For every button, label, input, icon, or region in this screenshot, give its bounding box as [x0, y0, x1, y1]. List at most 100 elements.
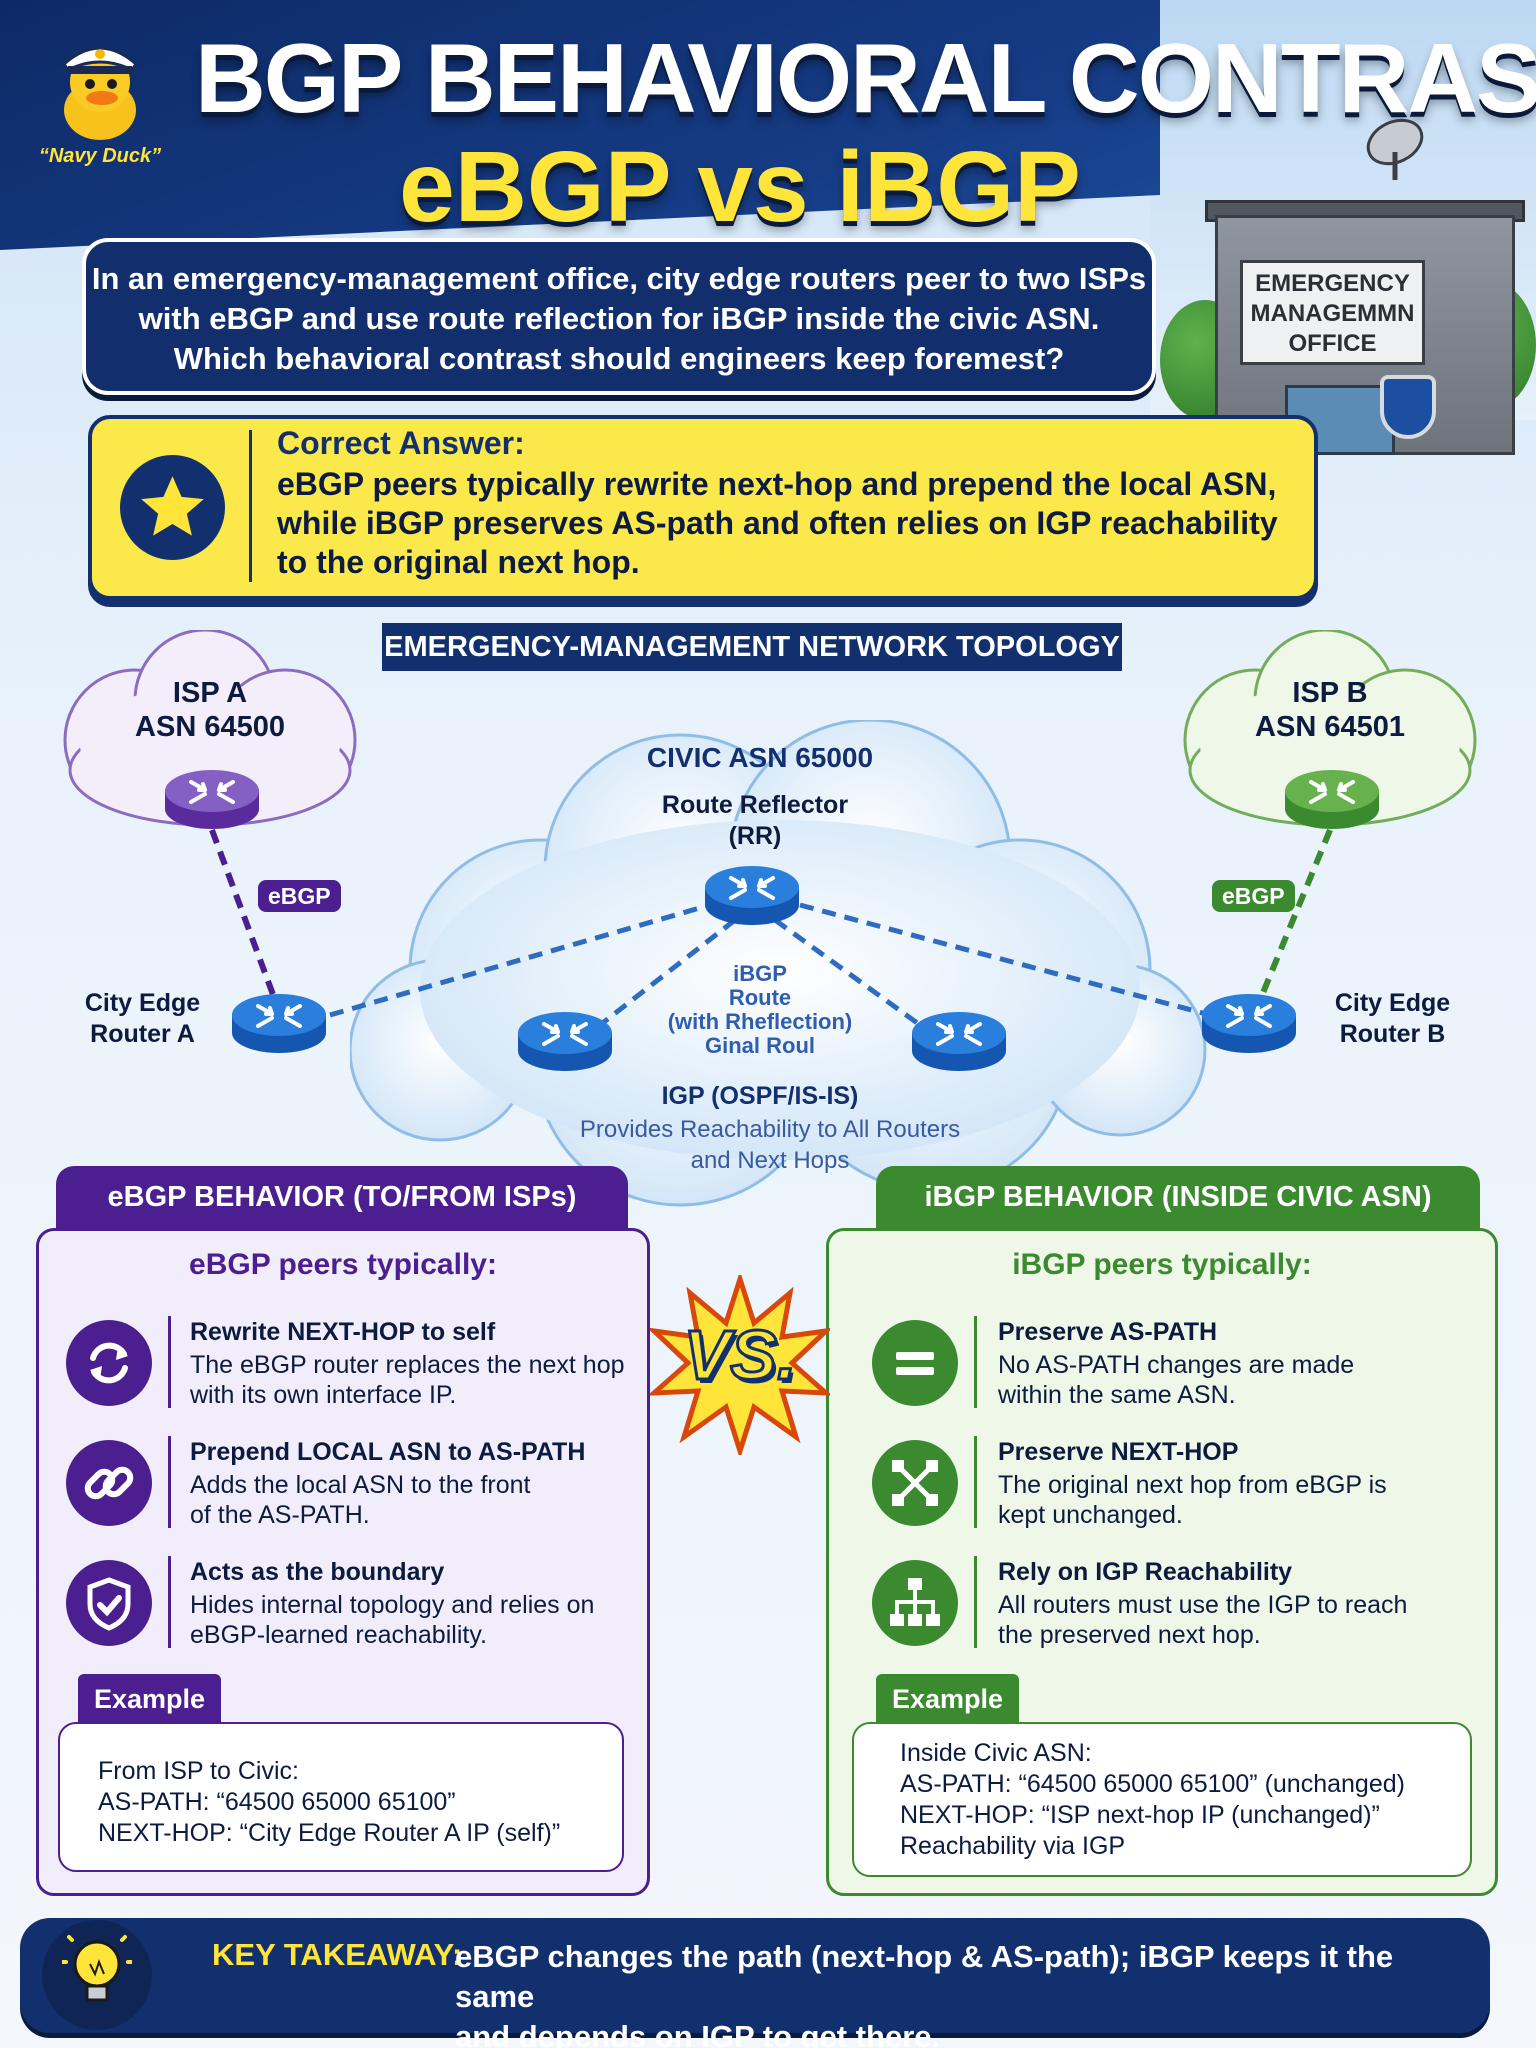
answer-line: while iBGP preserves AS-path and often r…	[277, 505, 1278, 541]
router-arrows-icon	[729, 876, 775, 900]
ibgp-item-desc: The original next hop from eBGP is kept …	[998, 1470, 1478, 1530]
ibgp-link-inner-left	[598, 918, 737, 1027]
question-line: with eBGP and use route reflection for i…	[138, 301, 1100, 336]
star-icon	[141, 476, 204, 536]
ebgp-item-icon-circle	[66, 1440, 152, 1526]
isp-a-cloud	[63, 630, 357, 827]
ebgp-panel-subtitle: eBGP peers typically:	[189, 1248, 497, 1281]
sign-line: MANAGEMMN	[1250, 300, 1415, 327]
ibgp-item-icon-circle	[872, 1560, 958, 1646]
igp-description: Provides Reachability to All Routers and…	[540, 1114, 1000, 1176]
internal-router-left	[518, 1012, 612, 1074]
ibgp-panel-tab: iBGP BEHAVIOR (INSIDE CIVIC ASN)	[876, 1166, 1480, 1228]
ibgp-example-text: Inside Civic ASN: AS-PATH: “64500 65000 …	[900, 1738, 1460, 1862]
internal-router-right	[912, 1012, 1006, 1074]
isp-b-router	[1285, 770, 1379, 832]
isp-a-name: ISP A	[172, 677, 248, 709]
ebgp-item-divider	[168, 1436, 171, 1528]
ibgp-link-inner-right	[773, 917, 922, 1028]
example-line: NEXT-HOP: “City Edge Router A IP (self)”	[98, 1819, 561, 1847]
ebgp-link-a	[209, 828, 278, 1002]
desc-line: the preserved next hop.	[998, 1621, 1261, 1649]
duck-mascot-icon	[62, 46, 138, 140]
edge-b-line: Router B	[1339, 1020, 1446, 1048]
router-arrows-icon	[1226, 1004, 1272, 1028]
ebgp-badge-b: eBGP	[1212, 880, 1295, 912]
shield-emblem-icon	[1380, 375, 1436, 439]
ebgp-example-tag: Example	[78, 1674, 222, 1724]
router-arrows-icon	[936, 1022, 982, 1046]
desc-line: Hides internal topology and relies on	[190, 1591, 595, 1619]
isp-a-label: ISP A ASN 64500	[90, 676, 330, 744]
ibgp-item-desc: All routers must use the IGP to reach th…	[998, 1590, 1478, 1650]
desc-line: Adds the local ASN to the front	[190, 1471, 531, 1499]
router-arrows-icon	[189, 780, 235, 804]
mascot-label: “Navy Duck”	[38, 145, 162, 167]
igp-desc-line: and Next Hops	[690, 1147, 850, 1174]
key-takeaway-bar	[20, 1918, 1490, 2033]
ebgp-item-divider	[168, 1556, 171, 1648]
civic-asn-label: CIVIC ASN 65000	[646, 742, 874, 773]
ibgp-line: iBGP	[733, 961, 787, 986]
ibgp-line: Ginal Roul	[705, 1033, 815, 1058]
question-box: In an emergency-management office, city …	[82, 238, 1156, 395]
ibgp-item-desc: No AS-PATH changes are made within the s…	[998, 1350, 1478, 1410]
route-reflector-router	[705, 866, 799, 928]
router-arrows-icon	[542, 1022, 588, 1046]
igp-desc-line: Provides Reachability to All Routers	[579, 1116, 961, 1143]
ebgp-item-icon-circle	[66, 1320, 152, 1406]
example-line: Reachability via IGP	[900, 1832, 1126, 1860]
ibgp-item-divider	[974, 1436, 977, 1528]
answer-text: eBGP peers typically rewrite next-hop an…	[277, 465, 1307, 582]
takeaway-line: eBGP changes the path (next-hop & AS-pat…	[455, 1939, 1394, 2014]
ibgp-line: Route	[728, 985, 792, 1010]
refresh-icon	[90, 1342, 128, 1384]
example-line: NEXT-HOP: “ISP next-hop IP (unchanged)”	[900, 1801, 1380, 1829]
vs-label: VS.	[682, 1315, 798, 1396]
desc-line: with its own interface IP.	[190, 1381, 457, 1409]
ebgp-example-box	[58, 1722, 624, 1872]
ibgp-link-edge-a	[329, 902, 711, 1018]
topology-banner: EMERGENCY-MANAGEMENT NETWORK TOPOLOGY	[382, 623, 1122, 671]
router-arrows-icon	[1309, 780, 1355, 804]
answer-heading: Correct Answer:	[277, 425, 525, 461]
question-line: Which behavioral contrast should enginee…	[173, 341, 1065, 376]
example-line: AS-PATH: “64500 65000 65100”	[98, 1788, 456, 1816]
hierarchy-icon	[890, 1578, 940, 1626]
answer-line: eBGP peers typically rewrite next-hop an…	[277, 466, 1277, 502]
ebgp-panel-tab: eBGP BEHAVIOR (TO/FROM ISPs)	[56, 1166, 628, 1228]
desc-line: No AS-PATH changes are made	[998, 1351, 1355, 1379]
ibgp-item-title: Rely on IGP Reachability	[998, 1558, 1293, 1586]
example-line: AS-PATH: “64500 65000 65100” (unchanged)	[900, 1770, 1405, 1798]
desc-line: The original next hop from eBGP is	[998, 1471, 1387, 1499]
router-arrows-icon	[256, 1004, 302, 1028]
rr-line: Route Reflector	[661, 791, 849, 819]
ibgp-item-icon-circle	[872, 1440, 958, 1526]
edge-a-line: Router A	[90, 1020, 195, 1048]
ebgp-item-icon-circle	[66, 1560, 152, 1646]
question-line: In an emergency-management office, city …	[91, 261, 1147, 296]
link-icon	[84, 1466, 134, 1500]
shield-check-icon	[87, 1577, 131, 1631]
ebgp-badge-a: eBGP	[258, 880, 341, 912]
ebgp-item-desc: Adds the local ASN to the front of the A…	[190, 1470, 640, 1530]
example-line: From ISP to Civic:	[98, 1757, 299, 1785]
desc-line: All routers must use the IGP to reach	[998, 1591, 1408, 1619]
route-reflector-label: Route Reflector (RR)	[620, 790, 890, 852]
ibgp-item-divider	[974, 1556, 977, 1648]
ibgp-item-title: Preserve NEXT-HOP	[998, 1438, 1239, 1466]
lightbulb-icon	[62, 1935, 132, 2002]
ibgp-example-tag: Example	[876, 1674, 1020, 1724]
edge-a-line: City Edge	[84, 989, 201, 1017]
takeaway-heading: KEY TAKEAWAY:	[212, 1937, 463, 1972]
page-title: BGP BEHAVIORAL CONTRAST	[195, 23, 1536, 133]
vs-burst-icon	[650, 1275, 830, 1455]
takeaway-text: eBGP changes the path (next-hop & AS-pat…	[455, 1937, 1475, 2048]
ibgp-item-title: Preserve AS-PATH	[998, 1318, 1218, 1346]
ebgp-example-text: From ISP to Civic: AS-PATH: “64500 65000…	[98, 1756, 618, 1849]
isp-b-label: ISP B ASN 64501	[1210, 676, 1450, 744]
isp-a-router	[165, 770, 259, 832]
igp-title: IGP (OSPF/IS-IS)	[661, 1082, 859, 1110]
network-icon	[892, 1460, 938, 1506]
isp-b-cloud	[1183, 630, 1477, 827]
